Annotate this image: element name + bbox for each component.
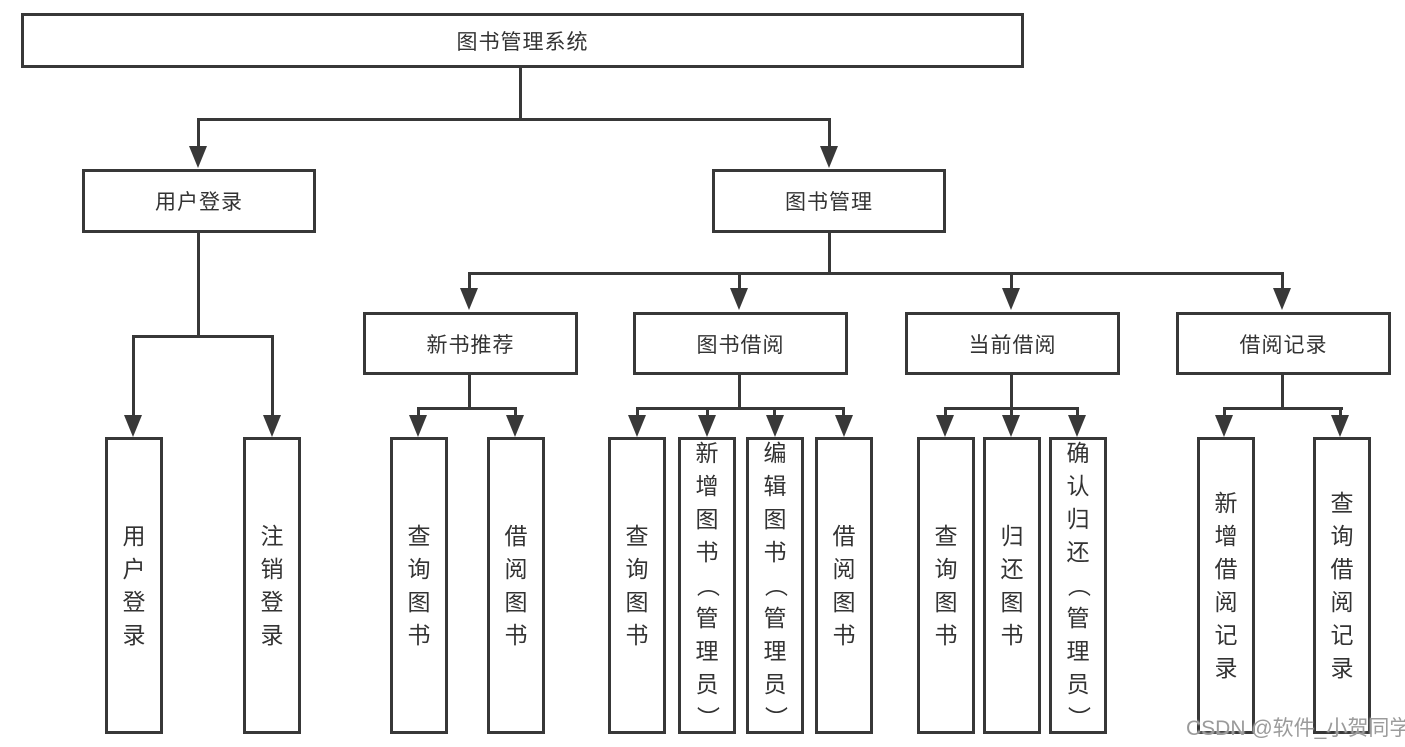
node-borrow-record-label: 借阅记录 xyxy=(1239,333,1328,357)
arrowhead-cb-leaf2-icon xyxy=(1002,415,1020,437)
node-user-login: 用户登录 xyxy=(82,169,316,233)
leaf-query-book-recommend: 查询图书 xyxy=(390,437,448,734)
connector-nb-leaf1-drop xyxy=(417,407,420,417)
connector-leaf-login-drop xyxy=(132,335,135,417)
connector-leaf-logout-drop xyxy=(271,335,274,417)
connector-new-book-branch xyxy=(417,407,517,410)
node-current-borrow-label: 当前借阅 xyxy=(968,333,1057,357)
leaf-edit-book-admin-label: 编辑图书（管理员） xyxy=(762,440,789,730)
node-new-book-recommend: 新书推荐 xyxy=(363,312,578,375)
connector-current-borrow-drop xyxy=(1010,272,1013,292)
connector-cb-leaf2-drop xyxy=(1010,407,1013,417)
leaf-query-book-borrow-label: 查询图书 xyxy=(625,522,649,648)
arrowhead-bb-leaf1-icon xyxy=(628,415,646,437)
connector-book-borrow-branch xyxy=(636,407,845,410)
arrowhead-cb-leaf1-icon xyxy=(936,415,954,437)
arrowhead-nb-leaf2-icon xyxy=(506,415,524,437)
connector-bb-leaf1-drop xyxy=(636,407,639,417)
connector-new-book-stem xyxy=(468,375,471,407)
leaf-query-borrow-record-label: 查询借阅记录 xyxy=(1330,489,1354,681)
connector-l2-branch xyxy=(197,118,831,121)
connector-book-mgmt-drop xyxy=(828,118,831,148)
connector-bb-leaf3-drop xyxy=(773,407,776,417)
leaf-query-borrow-record: 查询借阅记录 xyxy=(1313,437,1371,734)
arrowhead-leaf-login-icon xyxy=(124,415,142,437)
node-current-borrow: 当前借阅 xyxy=(905,312,1120,375)
connector-user-login-branch xyxy=(132,335,274,338)
leaf-return-book-label: 归还图书 xyxy=(1000,522,1024,648)
arrowhead-br-leaf2-icon xyxy=(1331,415,1349,437)
arrowhead-bb-leaf3-icon xyxy=(766,415,784,437)
connector-user-login-stem xyxy=(197,232,200,335)
leaf-query-book-recommend-label: 查询图书 xyxy=(407,522,431,648)
connector-br-leaf2-drop xyxy=(1339,407,1342,417)
arrowhead-book-borrow-icon xyxy=(730,288,748,310)
node-book-borrow-label: 图书借阅 xyxy=(696,333,785,357)
connector-book-borrow-stem xyxy=(738,375,741,407)
arrowhead-book-mgmt-icon xyxy=(820,146,838,168)
arrowhead-borrow-record-icon xyxy=(1273,288,1291,310)
connector-l3-branch xyxy=(468,272,1284,275)
arrowhead-bb-leaf4-icon xyxy=(835,415,853,437)
node-user-login-label: 用户登录 xyxy=(155,191,243,214)
connector-nb-leaf2-drop xyxy=(514,407,517,417)
connector-bb-leaf4-drop xyxy=(842,407,845,417)
connector-borrow-record-drop xyxy=(1281,272,1284,292)
arrowhead-new-book-icon xyxy=(460,288,478,310)
connector-bb-leaf2-drop xyxy=(706,407,709,417)
node-book-mgmt-label: 图书管理 xyxy=(785,191,873,214)
connector-cb-leaf3-drop xyxy=(1076,407,1079,417)
connector-root-stem xyxy=(519,68,522,118)
node-new-book-label: 新书推荐 xyxy=(426,333,515,357)
csdn-watermark: CSDN @软件_小贺同学 xyxy=(1186,717,1405,740)
arrowhead-cb-leaf3-icon xyxy=(1068,415,1086,437)
leaf-query-book-current: 查询图书 xyxy=(917,437,975,734)
leaf-user-login-label: 用户登录 xyxy=(122,522,146,648)
arrowhead-nb-leaf1-icon xyxy=(409,415,427,437)
leaf-query-book-current-label: 查询图书 xyxy=(934,522,958,648)
node-book-mgmt: 图书管理 xyxy=(712,169,946,233)
arrowhead-bb-leaf2-icon xyxy=(698,415,716,437)
leaf-add-borrow-record-label: 新增借阅记录 xyxy=(1214,489,1238,681)
leaf-confirm-return-admin-label: 确认归还（管理员） xyxy=(1065,440,1092,730)
connector-borrow-record-branch xyxy=(1223,407,1343,410)
connector-br-leaf1-drop xyxy=(1223,407,1226,417)
connector-new-book-drop xyxy=(468,272,471,292)
arrowhead-user-login-icon xyxy=(189,146,207,168)
leaf-borrow-book-recommend-label: 借阅图书 xyxy=(504,522,528,648)
arrowhead-br-leaf1-icon xyxy=(1215,415,1233,437)
connector-current-borrow-stem xyxy=(1010,375,1013,407)
leaf-borrow-book-recommend: 借阅图书 xyxy=(487,437,545,734)
connector-borrow-record-stem xyxy=(1281,375,1284,407)
leaf-logout-login-label: 注销登录 xyxy=(260,522,284,648)
connector-book-mgmt-stem xyxy=(828,233,831,272)
node-borrow-record: 借阅记录 xyxy=(1176,312,1391,375)
arrowhead-current-borrow-icon xyxy=(1002,288,1020,310)
leaf-confirm-return-admin: 确认归还（管理员） xyxy=(1049,437,1107,734)
arrowhead-leaf-logout-icon xyxy=(263,415,281,437)
leaf-borrow-book: 借阅图书 xyxy=(815,437,873,734)
leaf-query-book-borrow: 查询图书 xyxy=(608,437,666,734)
connector-book-borrow-drop xyxy=(738,272,741,292)
connector-user-login-drop xyxy=(197,118,200,148)
leaf-add-borrow-record: 新增借阅记录 xyxy=(1197,437,1255,734)
leaf-return-book: 归还图书 xyxy=(983,437,1041,734)
node-root: 图书管理系统 xyxy=(21,13,1024,68)
leaf-add-book-admin-label: 新增图书（管理员） xyxy=(694,440,721,730)
leaf-edit-book-admin: 编辑图书（管理员） xyxy=(746,437,804,734)
leaf-add-book-admin: 新增图书（管理员） xyxy=(678,437,736,734)
leaf-user-login: 用户登录 xyxy=(105,437,163,734)
leaf-logout-login: 注销登录 xyxy=(243,437,301,734)
node-book-borrow: 图书借阅 xyxy=(633,312,848,375)
node-root-label: 图书管理系统 xyxy=(456,30,589,54)
leaf-borrow-book-label: 借阅图书 xyxy=(832,522,856,648)
connector-cb-leaf1-drop xyxy=(944,407,947,417)
